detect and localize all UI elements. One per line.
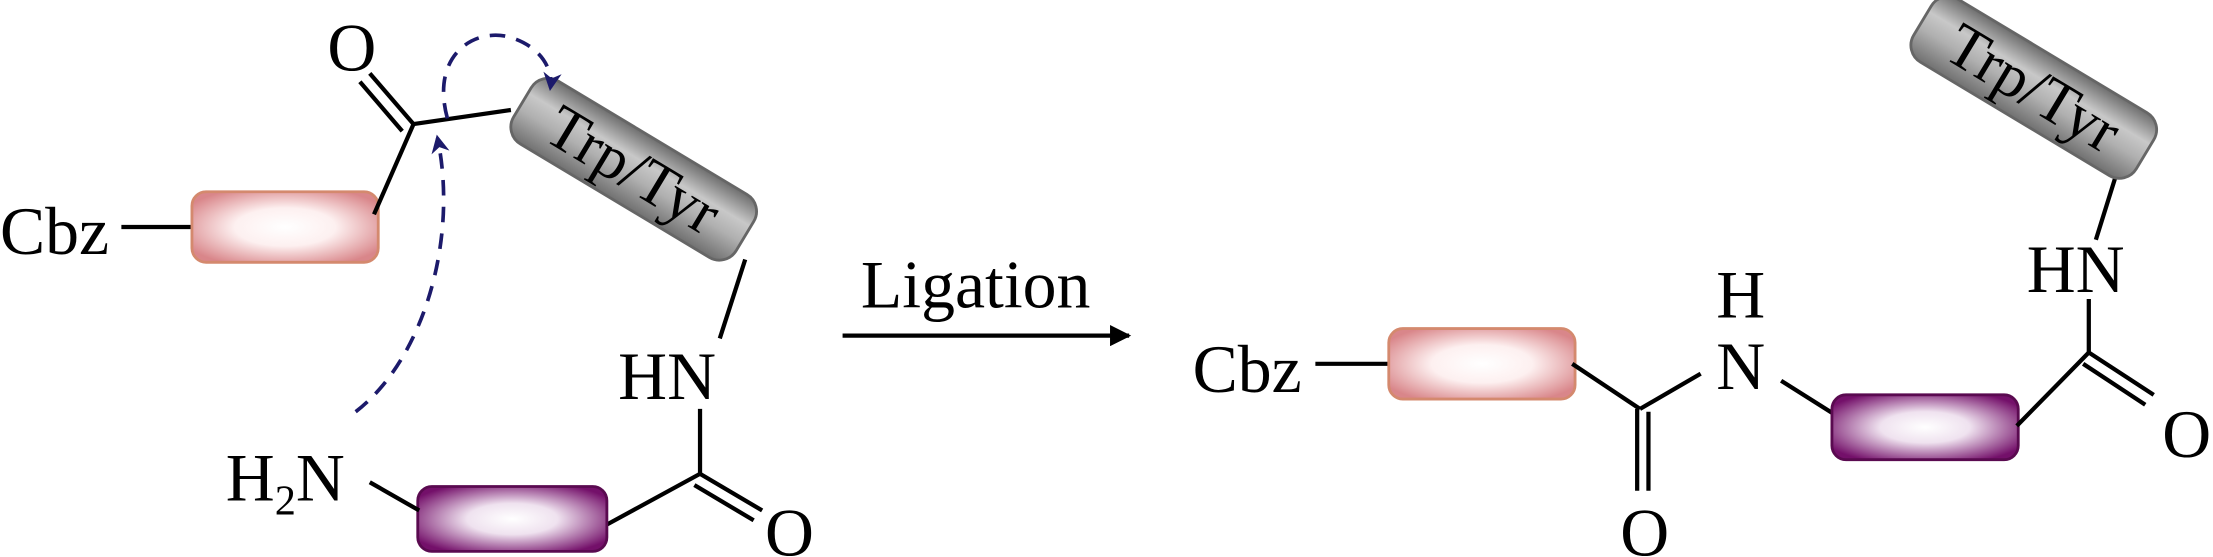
right-oxygen-label: O: [2162, 397, 2211, 472]
bond-to-residue: [413, 107, 512, 127]
product-peptide-block-purple: [1830, 393, 2020, 462]
bond-c-o-low-2: [693, 483, 755, 523]
bond-n-purple: [1779, 378, 1836, 417]
bond-pink-c: [1571, 362, 1642, 411]
bond-c-o-1: [368, 71, 416, 126]
peptide-block-purple: [416, 485, 609, 553]
product-cbz-label: Cbz: [1193, 332, 1302, 407]
bond-residue-nh: [717, 258, 748, 340]
peptide-block-pink: [190, 190, 380, 264]
bond-nh-residue: [2093, 171, 2120, 241]
ligation-label: Ligation: [861, 247, 1091, 322]
electron-arrow-release: [441, 33, 562, 119]
bond-purple-c: [2015, 351, 2091, 428]
bond-c-n: [1638, 371, 1702, 411]
product-peptide-block-pink: [1387, 327, 1577, 401]
bond-c-o-low-1: [698, 471, 764, 513]
bond-amine: [368, 480, 421, 513]
product-amide-nh-label: HN: [2027, 232, 2125, 307]
carbonyl-oxygen-label: O: [327, 11, 376, 86]
product: Cbz O H N O HN Trp/Tyr: [1193, 0, 2211, 557]
electron-arrow-attack: [354, 134, 450, 414]
bond-c-o-r-2: [2081, 362, 2147, 407]
amide-nh-label: HN: [618, 339, 716, 414]
new-amide-h-label: H: [1716, 257, 1765, 332]
product-residue-pill: Trp/Tyr: [1909, 0, 2159, 180]
cbz-label: Cbz: [0, 194, 109, 269]
reaction-arrow: Ligation: [842, 247, 1132, 347]
bond-to-carbonyl: [372, 123, 416, 216]
amine-label: H2N: [226, 441, 345, 525]
new-carbonyl-oxygen-label: O: [1620, 496, 1669, 557]
new-amide-n-label: N: [1716, 329, 1765, 404]
reactant: Cbz O Trp/Tyr HN O H2N: [0, 11, 814, 557]
residue-pill: Trp/Tyr: [509, 76, 758, 262]
bond-c-o-r-1: [2087, 350, 2155, 397]
lower-oxygen-label: O: [765, 496, 814, 557]
bond-c-o-2: [358, 80, 404, 133]
bond-c-purple: [605, 471, 702, 527]
